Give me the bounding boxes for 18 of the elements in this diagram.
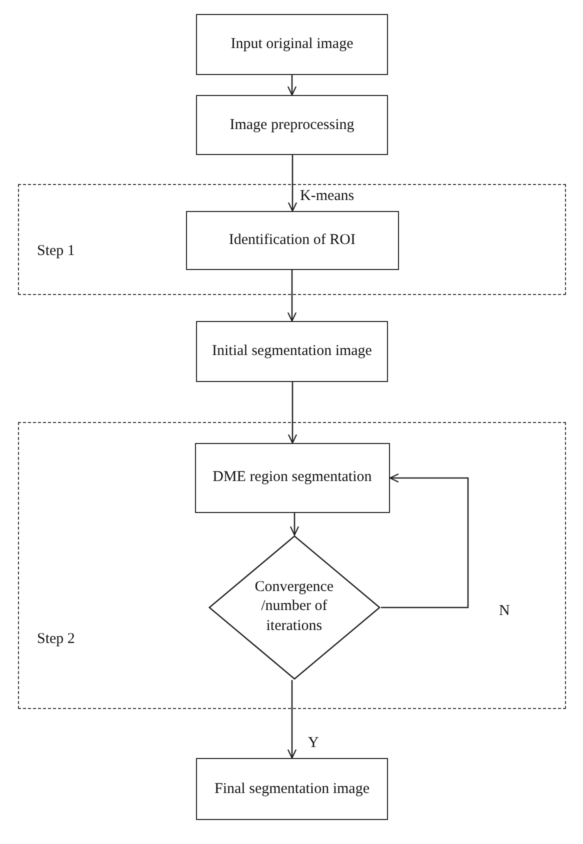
process-box: Input original image [196,14,388,75]
decision-text: Convergence /number of iterations [254,578,335,636]
arrow [287,680,297,759]
arrow [288,155,298,212]
arrow [288,382,298,444]
process-box: Initial segmentation image [196,321,388,382]
process-box: DME region segmentation [194,442,390,513]
dashed-group-frame [18,422,566,709]
step-label: Step 1 [37,243,75,260]
arrow [287,75,297,96]
process-box: Identification of ROI [186,210,399,270]
process-box: Final segmentation image [196,758,388,820]
process-box: Image preprocessing [196,95,388,155]
arrow [290,513,300,536]
step-label: Step 2 [37,631,75,648]
arrow [287,270,297,322]
arrow [381,473,469,608]
dashed-group-frame [18,184,566,295]
